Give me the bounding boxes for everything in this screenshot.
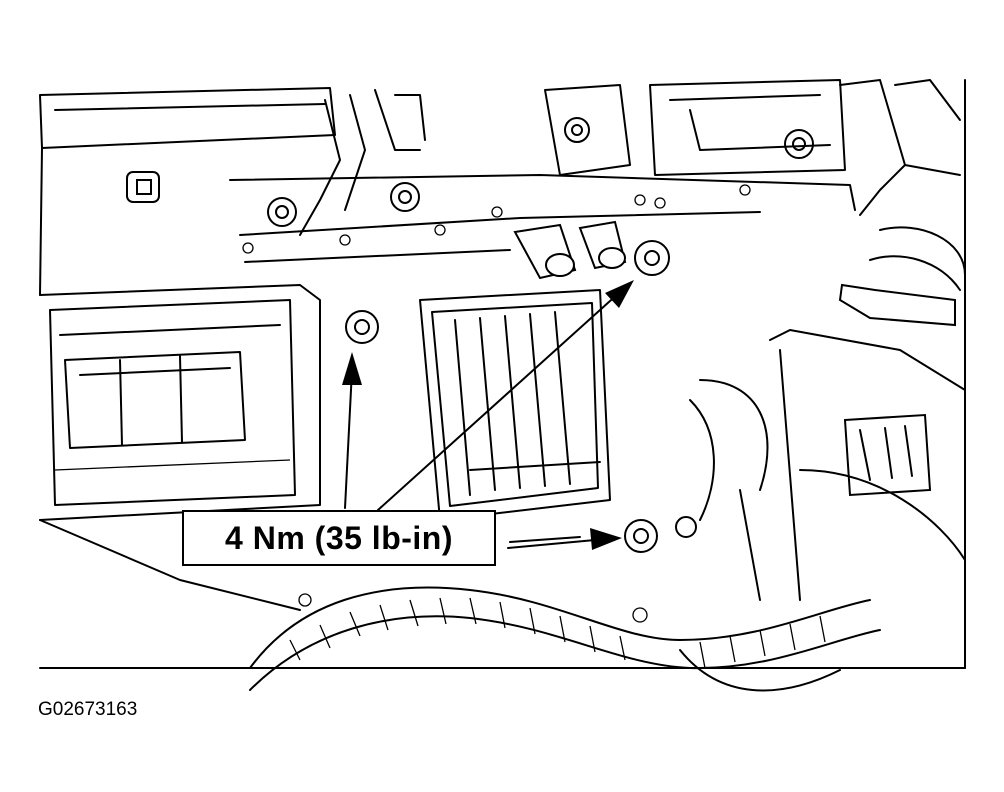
upper-components xyxy=(544,79,961,216)
panel-holes xyxy=(242,184,751,623)
arrow-icon xyxy=(377,280,634,511)
arrow-icon xyxy=(342,352,362,509)
tube-fittings xyxy=(513,220,627,280)
right-equipment xyxy=(689,226,966,601)
frame-outline xyxy=(39,79,966,669)
wiring-harness xyxy=(249,586,881,692)
arrow-icon xyxy=(507,528,622,550)
torque-spec-label: 4 Nm (35 lb-in) xyxy=(225,519,453,556)
bolt-icon xyxy=(634,240,670,276)
center-cavity xyxy=(419,289,611,521)
figure-id: G02673163 xyxy=(38,699,138,720)
torque-callout: 4 Nm (35 lb-in) xyxy=(182,510,496,566)
bolt-icon xyxy=(345,310,379,344)
mounting-panel xyxy=(39,87,856,296)
upper-bracket xyxy=(299,89,426,236)
bolt-icon xyxy=(267,117,814,538)
bolt-icon xyxy=(624,519,658,553)
